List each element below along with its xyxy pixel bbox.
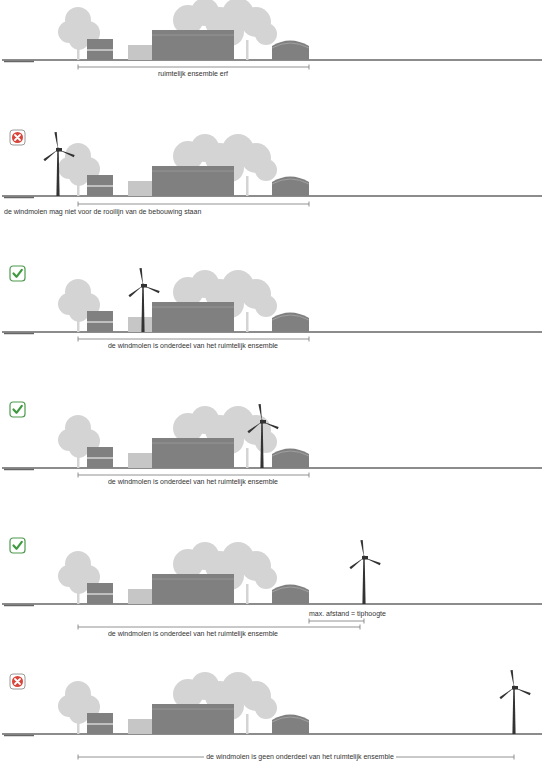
- caption-label: max. afstand = tiphoogte: [307, 609, 388, 618]
- caption-label: de windmolen is geen onderdeel van het r…: [204, 752, 396, 761]
- caption-label: de windmolen is onderdeel van het ruimte…: [106, 477, 280, 486]
- caption-label: de windmolen mag niet voor de rooilijn v…: [2, 207, 203, 216]
- caption-label: ruimtelijk ensemble erf: [156, 69, 230, 78]
- caption-label: de windmolen is onderdeel van het ruimte…: [106, 341, 280, 350]
- caption-label: de windmolen is onderdeel van het ruimte…: [106, 629, 280, 638]
